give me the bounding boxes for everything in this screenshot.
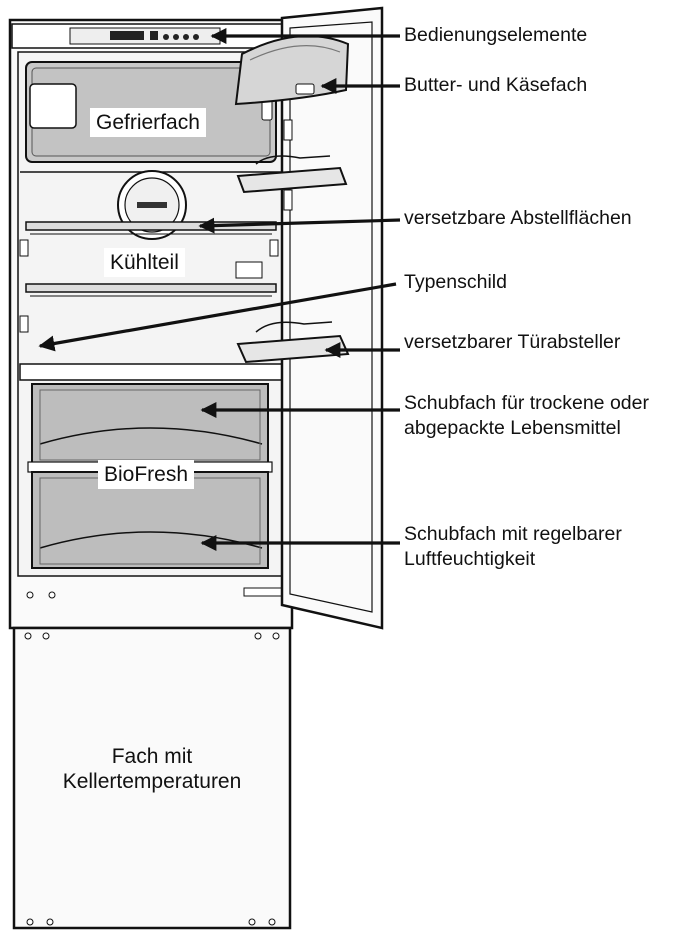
fridge-label: Kühlteil	[104, 248, 185, 277]
label-humidity-drawer-line2: Luftfeuchtigkeit	[404, 548, 536, 570]
cellar-label: Fach mit Kellertemperaturen	[20, 744, 284, 794]
freezer-label: Gefrierfach	[90, 108, 206, 137]
label-dry-drawer-line1: Schubfach für trockene oder	[404, 392, 649, 414]
cellar-compartment	[12, 626, 292, 930]
label-dry-drawer: Schubfach für trockene oder abgepackte L…	[404, 391, 649, 441]
biofresh-drawers	[27, 383, 273, 569]
label-shelves: versetzbare Abstellflächen	[404, 207, 632, 229]
callout-arrows	[38, 28, 401, 551]
label-humidity-drawer-line1: Schubfach mit regelbarer	[404, 523, 622, 545]
label-door-rack: versetzbarer Türabsteller	[404, 331, 621, 353]
cellar-label-line2: Kellertemperaturen	[62, 770, 242, 793]
fridge-interior	[19, 170, 283, 381]
label-nameplate: Typenschild	[404, 271, 507, 293]
label-dry-drawer-line2: abgepackte Lebensmittel	[404, 417, 621, 439]
arrow-shelves	[198, 217, 401, 234]
label-controls: Bedienungselemente	[404, 24, 588, 46]
cellar-label-line1: Fach mit	[111, 745, 193, 768]
arrow-nameplate	[38, 282, 397, 352]
label-humidity-drawer: Schubfach mit regelbarer Luftfeuchtigkei…	[404, 522, 622, 572]
label-butter-cheese: Butter- und Käsefach	[404, 74, 588, 96]
biofresh-label: BioFresh	[98, 460, 195, 489]
